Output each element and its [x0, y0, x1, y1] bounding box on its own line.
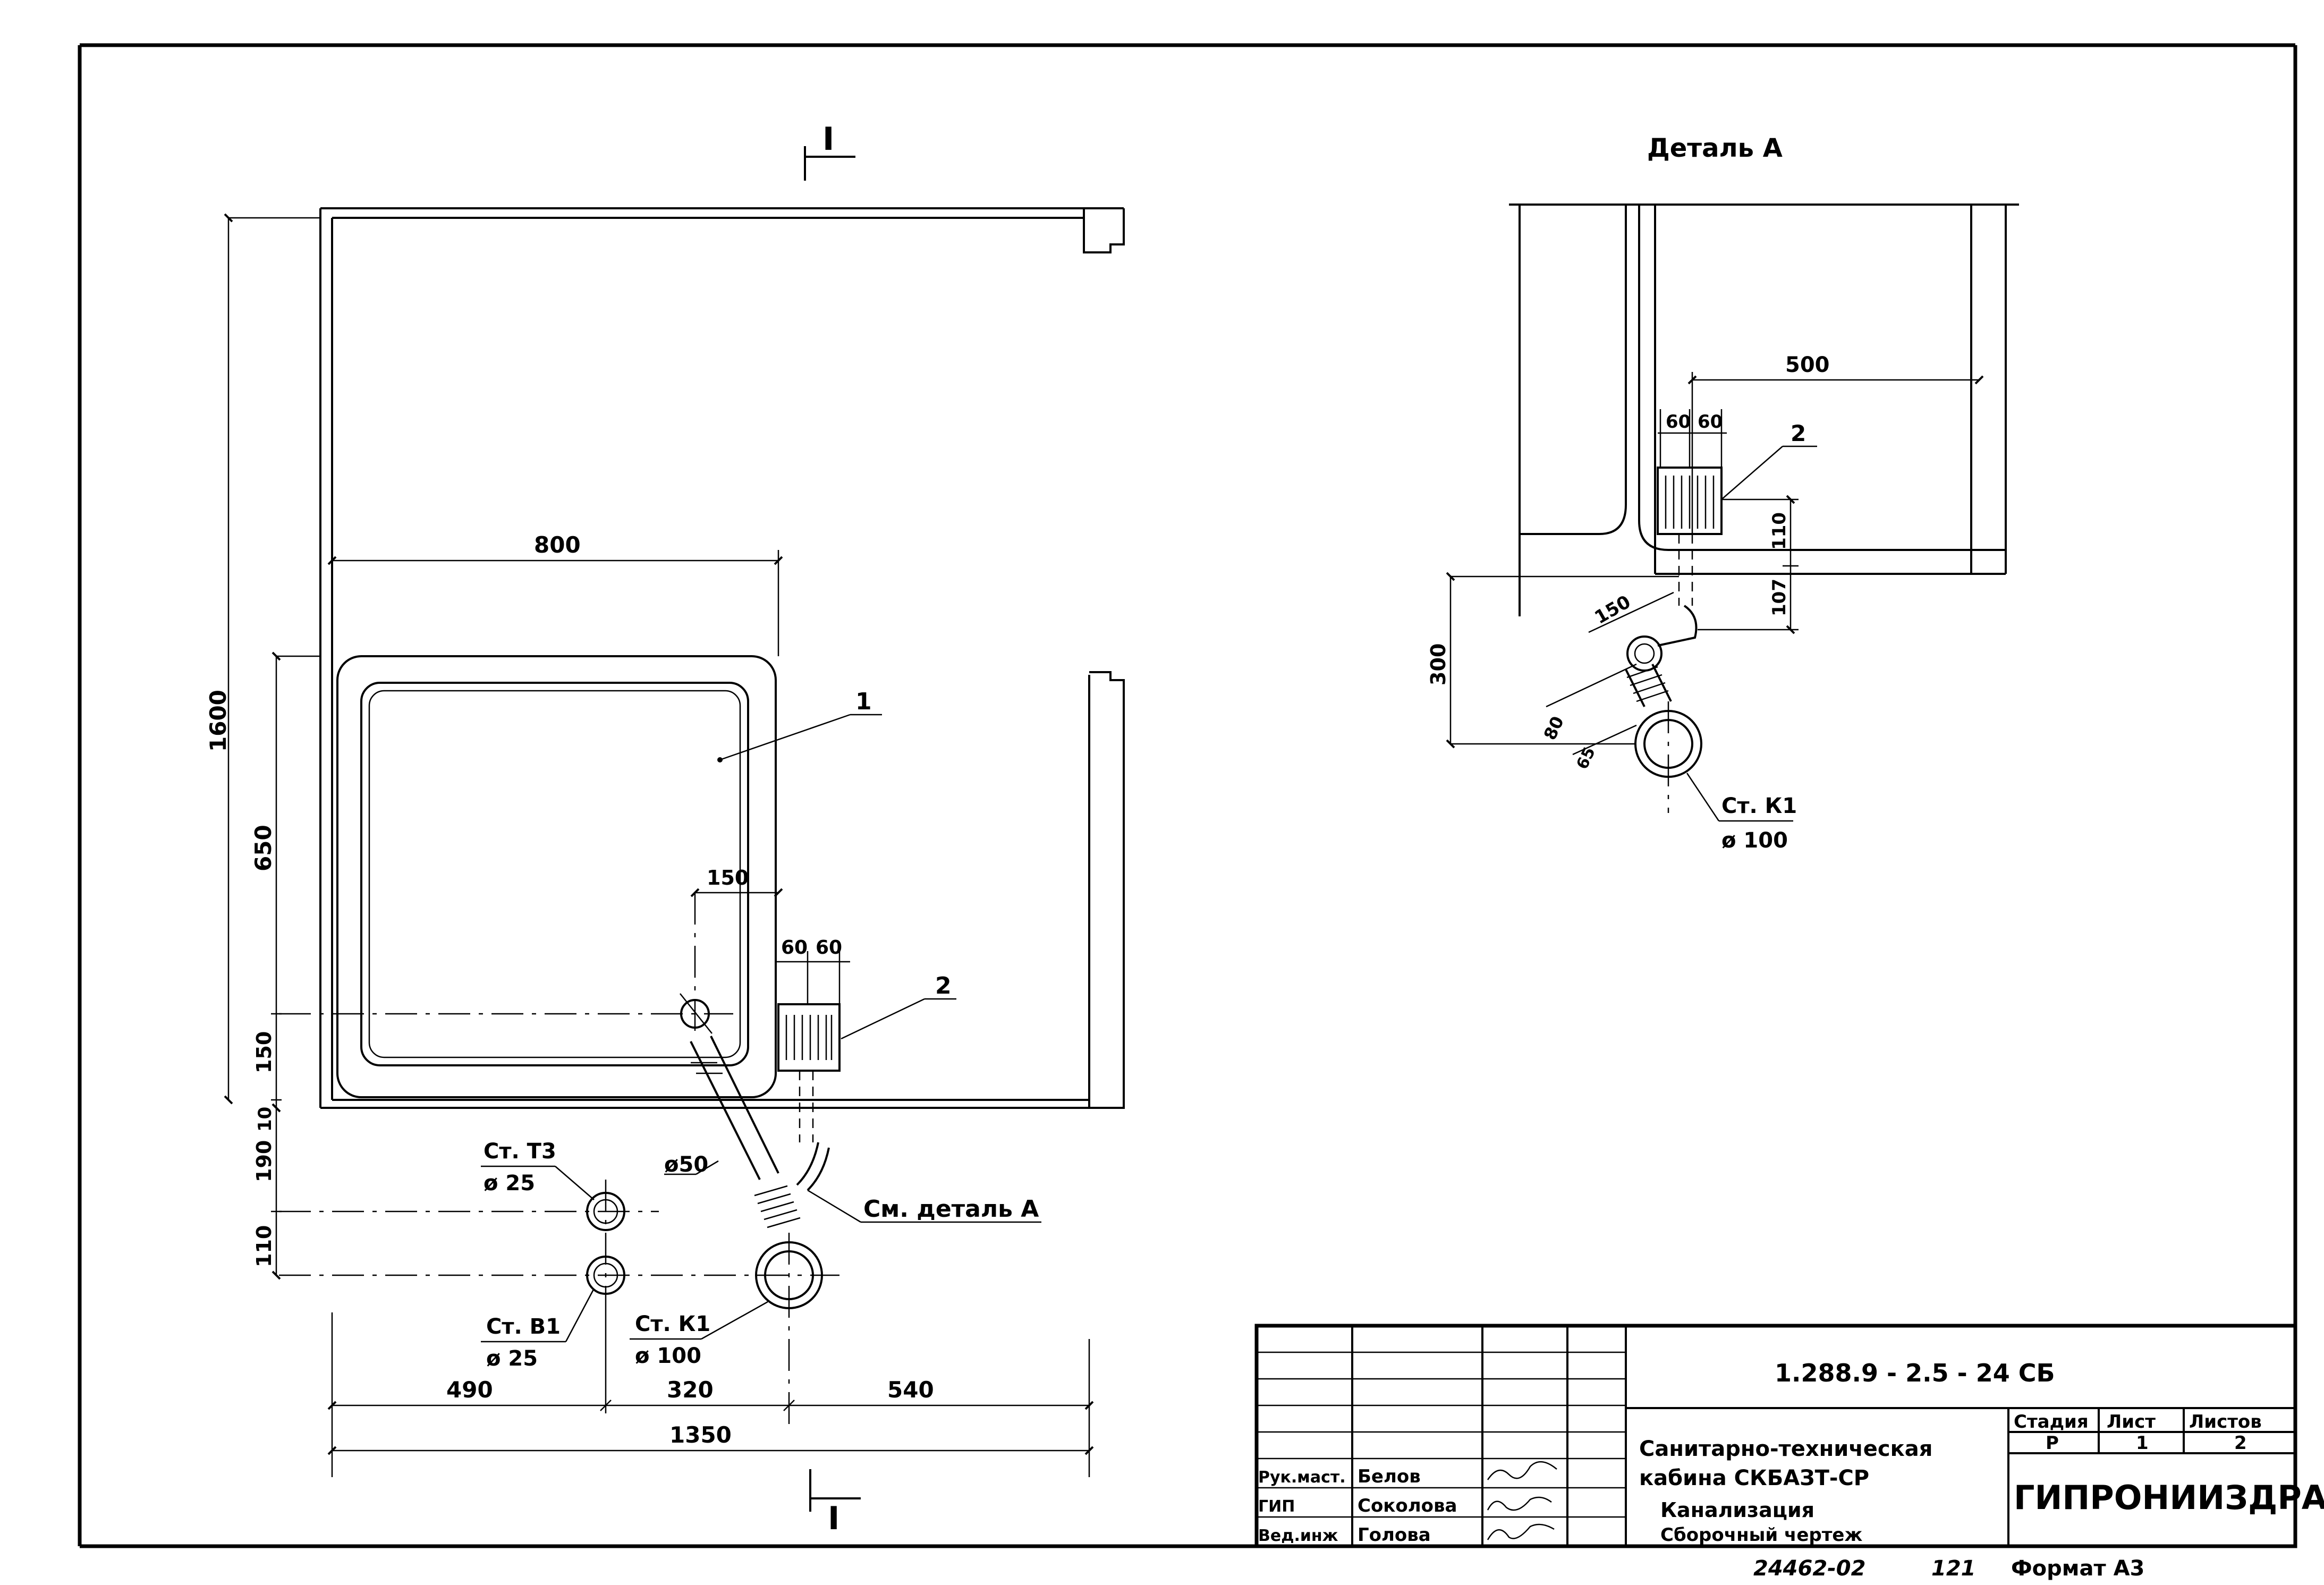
name-line-2: кабина СКБАЗТ-СР [1639, 1466, 1869, 1490]
detail-dimensions: 500 60 60 110 107 300 150 80 65 [1427, 353, 1984, 773]
name-line-3: Канализация [1660, 1498, 1814, 1522]
pipe-dia-label: ø50 [664, 1152, 708, 1177]
floor-drain: 2 [777, 972, 956, 1142]
cabin-outline [319, 207, 1125, 1109]
sheet-header: Лист [2107, 1411, 2156, 1433]
dim-10: 10 [255, 1107, 276, 1132]
see-detail-label: См. деталь А [863, 1196, 1039, 1223]
sheet-frame [78, 43, 2297, 1548]
detail-drain: 2 [1657, 420, 1817, 606]
dim-110: 110 [252, 1225, 276, 1267]
detail-pipe: Ст. К1 ø 100 [1625, 605, 1797, 853]
riser-k1-dia: ø 100 [635, 1344, 701, 1368]
pos-2-label: 2 [935, 972, 952, 999]
title-block: Рук.маст. Белов ГИП Соколова Вед.инж Гол… [1254, 1324, 2324, 1548]
signature-2 [1487, 1523, 1555, 1540]
tray-drain-pipe: ø50 См. деталь А [664, 993, 1041, 1228]
dim-650: 650 [250, 825, 276, 871]
role-2: Вед.инж [1258, 1527, 1338, 1545]
sheets-value: 2 [2234, 1433, 2247, 1454]
footer: 24462-02 121 Формат А3 [1753, 1556, 2144, 1581]
inv-number: 24462-02 [1753, 1556, 1865, 1581]
dim-1600: 1600 [205, 690, 231, 752]
dim-60a: 60 [781, 937, 808, 959]
riser-k1-label: Ст. К1 [635, 1312, 710, 1336]
role-0: Рук.маст. [1258, 1468, 1346, 1487]
plan-dimensions: 800 1600 650 150 10 190 110 150 [205, 213, 1094, 1477]
stage-header: Стадия [2014, 1411, 2089, 1433]
riser-b1-label: Ст. В1 [486, 1315, 561, 1339]
detail-a: Деталь А 2 [1427, 133, 2019, 853]
riser-t3-label: Ст. Т3 [484, 1139, 556, 1164]
detail-pos-2: 2 [1791, 420, 1806, 446]
doc-code: 1.288.9 - 2.5 - 24 СБ [1775, 1359, 2055, 1387]
detail-title: Деталь А [1647, 133, 1783, 163]
pos-1-label: 1 [855, 688, 872, 715]
detail-dim-60a: 60 [1666, 411, 1691, 433]
plan-view: I 1 [205, 121, 1125, 1537]
dim-320: 320 [667, 1377, 714, 1403]
riser-t3-dia: ø 25 [484, 1171, 535, 1196]
sheet-value: 1 [2136, 1433, 2149, 1454]
signature-0 [1487, 1461, 1557, 1480]
riser-b1-dia: ø 25 [486, 1346, 538, 1371]
dim-1350: 1350 [669, 1422, 732, 1448]
dim-540: 540 [887, 1377, 934, 1403]
shower-tray: 1 [336, 655, 882, 1098]
name-1: Соколова [1358, 1495, 1457, 1516]
sheets-header: Листов [2189, 1411, 2262, 1433]
name-line-1: Санитарно-техническая [1639, 1437, 1932, 1461]
name-line-4: Сборочный чертеж [1660, 1524, 1862, 1546]
name-0: Белов [1358, 1466, 1421, 1487]
detail-dim-65: 65 [1573, 744, 1599, 773]
dim-190: 190 [252, 1140, 276, 1182]
format-label: Формат А3 [2011, 1556, 2144, 1581]
signature-1 [1487, 1496, 1552, 1511]
risers: Ст. Т3 ø 25 Ст. В1 ø 25 Ст. К1 ø 100 [279, 893, 839, 1429]
detail-riser-k1-dia: ø 100 [1721, 828, 1788, 853]
detail-dim-80: 80 [1540, 713, 1568, 743]
org-name: ГИПРОНИИЗДРАВ [2014, 1478, 2324, 1517]
detail-dim-110: 110 [1769, 512, 1790, 550]
section-mark-top-label: I [822, 121, 834, 158]
detail-dim-500: 500 [1785, 353, 1830, 377]
detail-outline [1509, 204, 2019, 616]
dim-150-h: 150 [707, 866, 749, 889]
detail-dim-300: 300 [1427, 643, 1450, 685]
section-mark-bottom: I [809, 1469, 861, 1537]
section-mark-top: I [804, 121, 855, 181]
dim-490: 490 [446, 1377, 493, 1403]
name-2: Голова [1358, 1524, 1431, 1546]
role-1: ГИП [1258, 1497, 1295, 1516]
dim-800: 800 [534, 532, 581, 558]
stage-value: Р [2046, 1433, 2059, 1454]
detail-dim-107: 107 [1769, 579, 1790, 616]
detail-dim-60b: 60 [1698, 411, 1723, 433]
dim-150: 150 [252, 1031, 276, 1073]
section-mark-bottom-label: I [828, 1500, 839, 1537]
detail-riser-k1: Ст. К1 [1721, 794, 1797, 818]
dim-60b: 60 [816, 937, 842, 959]
detail-dim-150: 150 [1591, 591, 1634, 629]
page-number: 121 [1931, 1556, 1976, 1581]
